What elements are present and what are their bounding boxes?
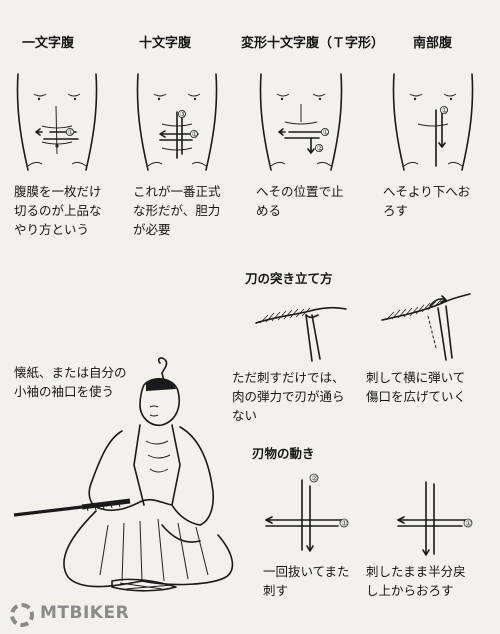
section-title-ugoki: 刃物の動き — [252, 446, 315, 461]
section-title-tsukitate: 刀の突き立て方 — [245, 271, 333, 286]
blade-insert-figure-b — [381, 293, 471, 361]
caption-jumonji: これが一番正式 な形だが、胆力 が必要 — [133, 184, 221, 237]
caption-kaishi: 懐紙、または自分の 小袖の袖口を使う — [14, 365, 127, 399]
caption-tsukitate-b: 刺して横に弾いて 傷口を広げていく — [366, 370, 467, 404]
marker-one: ① — [341, 520, 347, 528]
watermark-logo: MTBIKER — [40, 603, 130, 623]
title-jumonji: 十文字腹 — [139, 36, 192, 51]
caption-tsukitate-a: ただ刺すだけでは、 肉の弾力で刃が通ら ない — [232, 370, 345, 423]
title-ichimonji: 一文字腹 — [22, 36, 75, 51]
samurai-illustration — [13, 357, 234, 592]
title-nanbu: 南部腹 — [413, 36, 453, 51]
torso-ichimonji-figure: ① — [16, 73, 98, 171]
gear-logo-icon — [10, 603, 34, 627]
blade-motion-figure-a: ② ① — [265, 473, 349, 552]
marker-one: ① — [442, 106, 448, 114]
caption-ichimonji: 腹膜を一枚だけ 切るのが上品な やり方という — [14, 184, 102, 237]
caption-nanbu: へそより下へお ろす — [383, 184, 471, 218]
title-henkei: 変形十文字腹（Ｔ字形） — [241, 36, 385, 51]
marker-one: ① — [323, 128, 329, 136]
torso-nanbu-figure: ① — [392, 73, 474, 171]
marker-two: ② — [311, 475, 317, 483]
caption-ugoki-b: 刺したまま半分戻 し上からおろす — [366, 564, 466, 598]
marker-one: ① — [68, 128, 74, 136]
blade-insert-figure-a — [255, 306, 347, 362]
marker-two: ② — [317, 144, 323, 152]
blade-motion-figure-b: ① — [397, 481, 473, 556]
caption-henkei: へその位置で止 める — [256, 184, 344, 218]
torso-jumonji-figure: ③ ① — [136, 73, 218, 171]
marker-one: ① — [465, 520, 471, 528]
caption-ugoki-a: 一回抜いてまた 刺す — [263, 564, 350, 598]
marker-three: ③ — [180, 110, 186, 118]
torso-henkei-figure: ① ② — [259, 73, 343, 171]
marker-one: ① — [192, 130, 198, 138]
